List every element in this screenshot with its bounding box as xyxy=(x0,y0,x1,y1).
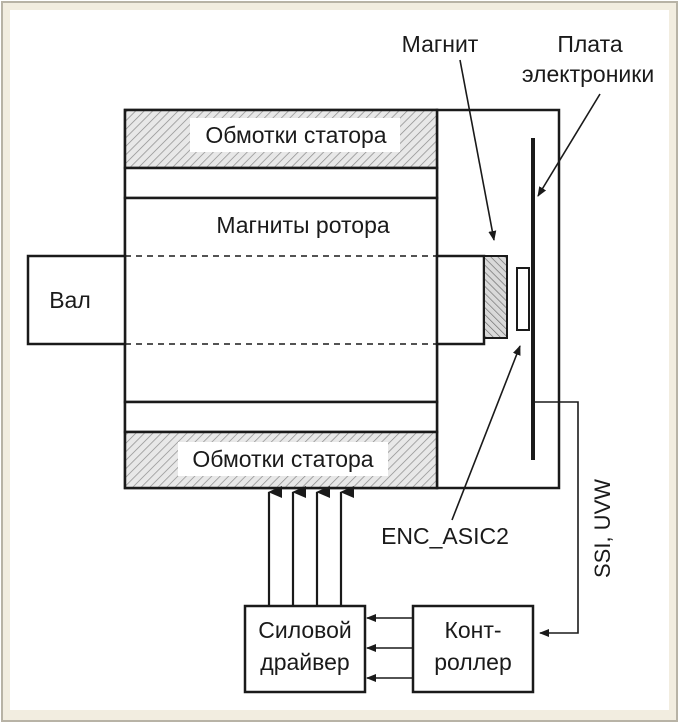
controller-box xyxy=(411,604,535,694)
interface-line xyxy=(535,401,579,637)
rotor xyxy=(123,196,439,404)
shaft-end xyxy=(435,254,486,346)
board-label-line2: электроники xyxy=(522,61,654,87)
driver-label-line2: драйвер xyxy=(260,649,349,675)
shaft-label: Вал xyxy=(49,287,91,313)
asic-chip xyxy=(516,267,530,331)
stator-top-label: Обмотки статора xyxy=(205,122,386,148)
stator-bottom-label-bg xyxy=(178,442,388,476)
interface-label: SSI, UVW xyxy=(590,479,615,578)
controller-label-line2: роллер xyxy=(434,649,512,675)
magnet-label: Магнит xyxy=(402,31,479,57)
air-gap-bottom xyxy=(123,400,439,434)
stator-bottom-label: Обмотки статора xyxy=(192,446,373,472)
driver-label-line1: Силовой xyxy=(258,617,352,643)
rotor-magnets-label: Магниты ротора xyxy=(216,212,390,238)
magnet-pointer xyxy=(459,59,497,241)
stator-top-label-bg xyxy=(190,118,400,152)
encoder-magnet xyxy=(483,255,508,339)
asic-label: ENC_ASIC2 xyxy=(381,523,509,549)
board-label-line1: Плата xyxy=(557,31,623,57)
asic-pointer xyxy=(451,345,521,521)
air-gap-top xyxy=(123,166,439,200)
board-pointer xyxy=(537,93,601,197)
shaft-left xyxy=(26,254,127,346)
controller-label-line1: Конт- xyxy=(444,617,501,643)
power-driver-box xyxy=(243,604,367,694)
